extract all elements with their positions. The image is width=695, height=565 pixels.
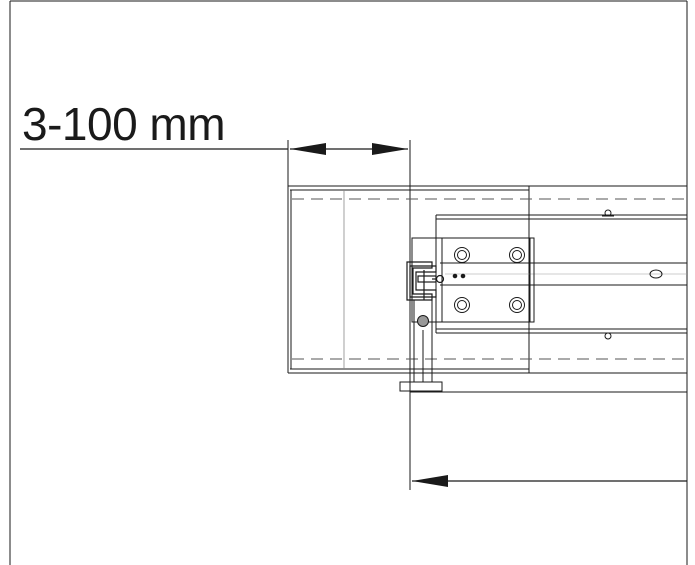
support-leg: [399, 299, 443, 392]
bottom-arrow-head: [412, 475, 448, 487]
leg-pivot: [417, 315, 429, 327]
rail-screw-bottom: [602, 332, 614, 340]
clamp-inner: [409, 265, 437, 298]
plate-small-hole-2: [460, 273, 466, 279]
clamp-knob: [435, 274, 445, 284]
bolt-bottom-left: [454, 297, 470, 313]
dimension-arrows: [290, 143, 408, 155]
bottom-arrow: [412, 475, 687, 487]
rail-screws: [602, 209, 663, 340]
dimension-arrow-right: [372, 143, 408, 155]
bolt-top-left: [454, 247, 470, 263]
mounting-plate: [411, 237, 535, 323]
rail-slot-oval: [649, 269, 663, 279]
dimension-label: 3-100 mm: [22, 98, 226, 150]
rail-screw-top: [602, 209, 614, 217]
plate-outline: [411, 237, 535, 323]
dimension-arrow-left: [290, 143, 326, 155]
bolt-top-right: [509, 247, 525, 263]
hidden-lines: [292, 198, 687, 360]
outer-profile: [287, 185, 687, 374]
bolt-bottom-right: [509, 297, 525, 313]
frame: [9, 0, 688, 565]
plate-small-hole-1: [452, 273, 458, 279]
clamp-bracket: [406, 261, 445, 301]
leg-foot: [399, 381, 443, 392]
clamp-outer: [406, 261, 433, 301]
inner-rail: [410, 214, 687, 393]
